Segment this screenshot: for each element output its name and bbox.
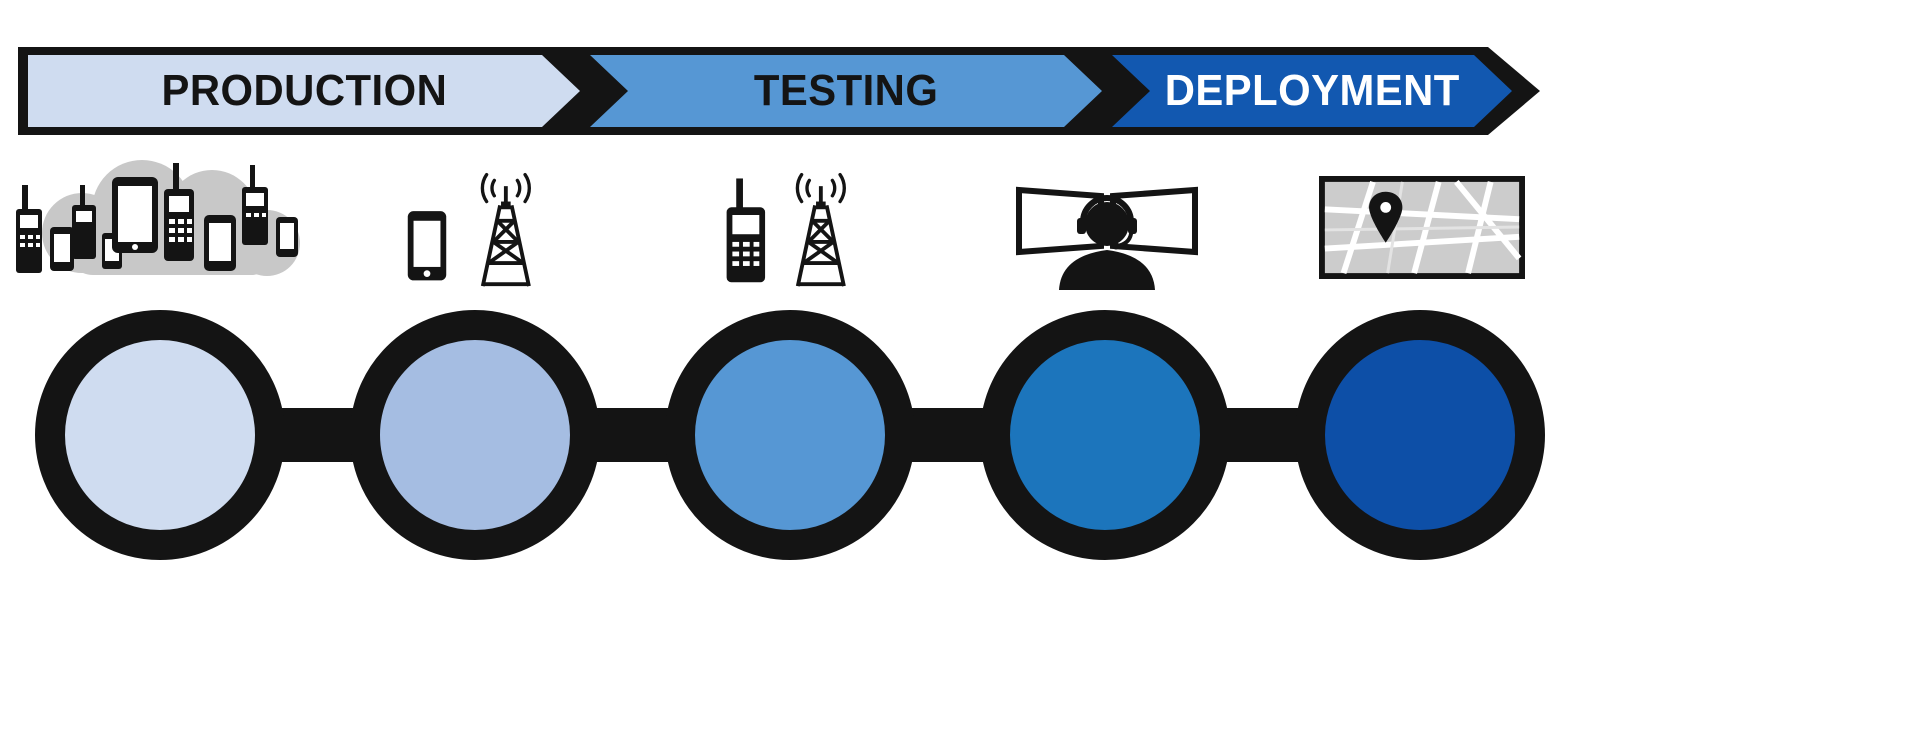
cloud-devices-icon (12, 155, 312, 290)
step-circle-1 (35, 310, 285, 560)
phase-segment-deployment: DEPLOYMENT (1112, 55, 1512, 127)
phase-arrow-banner: PRODUCTION TESTING DEPLOYMENT (18, 47, 1540, 135)
step-circle-2 (350, 310, 600, 560)
step-circle-4 (980, 310, 1230, 560)
step-circle-5 (1295, 310, 1545, 560)
phase-label-testing: TESTING (753, 66, 939, 115)
phone-tower-icon (397, 165, 557, 290)
map-pin-icon (1319, 176, 1525, 279)
phase-label-deployment: DEPLOYMENT (1164, 66, 1460, 115)
step-circle-3 (665, 310, 915, 560)
phase-segment-testing: TESTING (590, 55, 1102, 127)
radio-tower-icon (712, 165, 872, 290)
dispatcher-icon (1007, 160, 1207, 290)
phase-label-production: PRODUCTION (161, 66, 447, 115)
phase-segment-production: PRODUCTION (28, 55, 580, 127)
